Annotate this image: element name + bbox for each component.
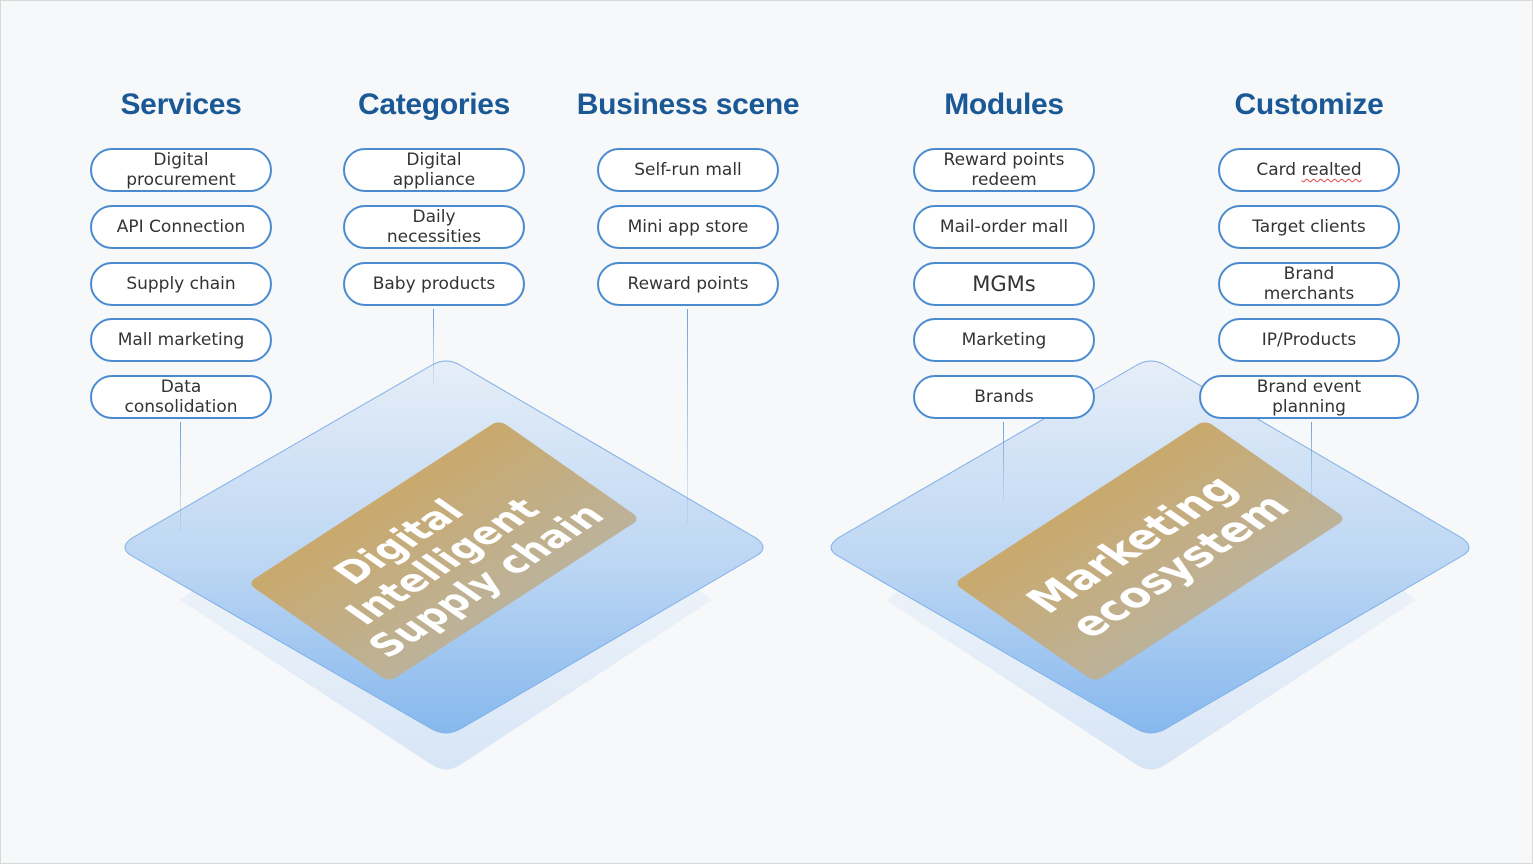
pill-marketing: Marketing [913,318,1095,362]
connector-categories [433,309,434,384]
pill-reward-points-redeem: Reward points redeem [913,148,1095,192]
pill-card-related: Card realted [1218,148,1400,192]
column-heading-categories: Categories [357,88,511,121]
pill-brand-event-planning: Brand event planning [1199,375,1419,419]
pill-mall-marketing: Mall marketing [90,318,272,362]
pill-supply-chain: Supply chain [90,262,272,306]
platform-marketing-ecosystem: Marketing ecosystem [830,360,1470,770]
pill-ip-products: IP/Products [1218,318,1400,362]
pill-data-consolidation: Data consolidation [90,375,272,419]
column-heading-modules: Modules [944,88,1064,121]
pill-reward-points: Reward points [597,262,779,306]
column-heading-services: Services [120,88,242,121]
platform-supply-chain: Digital Intelligent Supply chain [124,360,764,770]
pill-mgms: MGMs [913,262,1095,306]
pill-mini-app-store: Mini app store [597,205,779,249]
platform-label-card [251,422,637,680]
pill-digital-procurement: Digital procurement [90,148,272,192]
column-heading-business-scene: Business scene [576,88,800,121]
pill-baby-products: Baby products [343,262,525,306]
pill-daily-necessities: Daily necessities [343,205,525,249]
connector-business-scene [687,309,688,524]
pill-digital-appliance: Digital appliance [343,148,525,192]
pill-target-clients: Target clients [1218,205,1400,249]
column-heading-customize: Customize [1234,88,1384,121]
misspelled-word: realted [1301,160,1362,180]
pill-self-run-mall: Self-run mall [597,148,779,192]
pill-card-related-text: Card realted [1256,160,1362,180]
connector-services [180,422,181,532]
connector-modules [1003,422,1004,502]
pill-brands: Brands [913,375,1095,419]
connector-customize [1311,422,1312,502]
pill-api-connection: API Connection [90,205,272,249]
pill-mail-order-mall: Mail-order mall [913,205,1095,249]
pill-brand-merchants: Brand merchants [1218,262,1400,306]
platform-label-card [957,422,1343,680]
